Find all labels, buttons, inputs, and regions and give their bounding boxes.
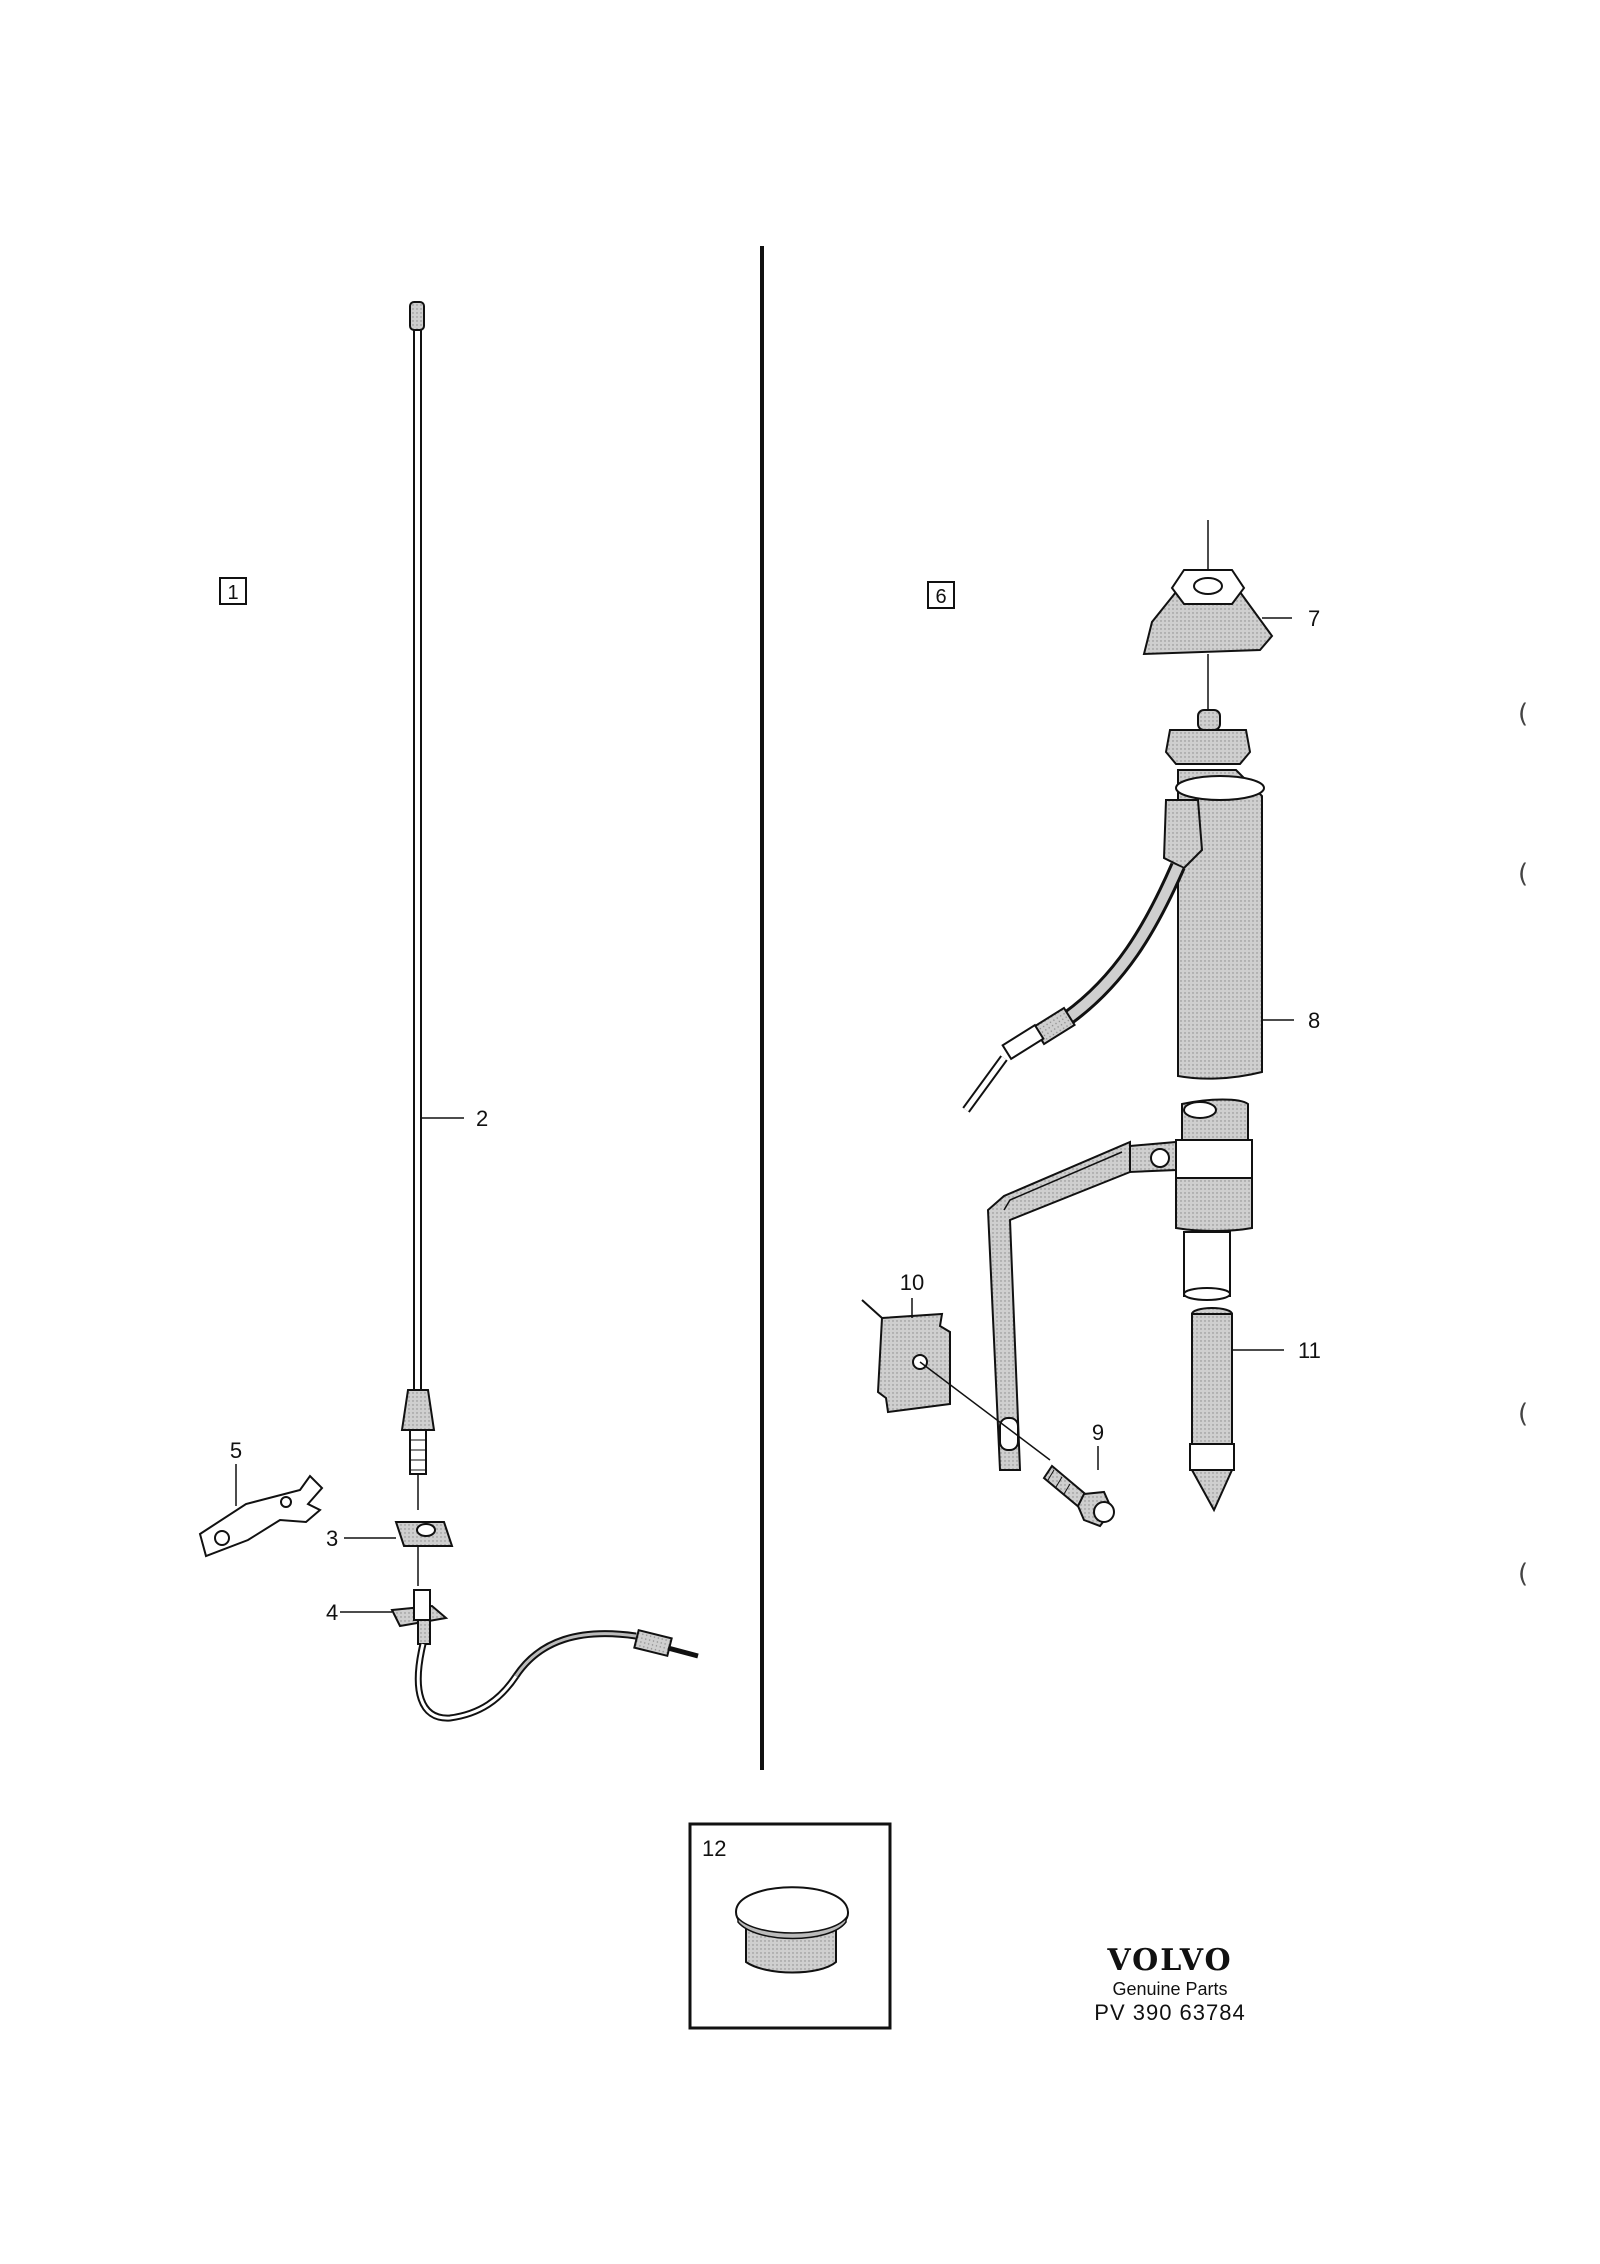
- brand-block: VOLVO Genuine Parts PV 390 63784: [1060, 1944, 1280, 2026]
- part-label-8: 8: [1308, 1008, 1320, 1033]
- part-label-9: 9: [1092, 1420, 1104, 1445]
- plug-drawing: [734, 1886, 850, 1974]
- edge-mark: (: [1518, 1559, 1528, 1589]
- screw-drawing: [1042, 1464, 1115, 1528]
- mounting-bracket-drawing: [986, 1098, 1253, 1471]
- antenna-mast-drawing: [400, 301, 436, 1510]
- mounting-nut-drawing: [394, 1521, 454, 1586]
- part-label-7: 7: [1308, 606, 1320, 631]
- drain-tube-drawing: [1189, 1307, 1235, 1513]
- part-label-3: 3: [326, 1526, 338, 1551]
- part-label-12: 12: [702, 1836, 726, 1861]
- spanner-drawing: [198, 1474, 324, 1558]
- part-label-2: 2: [476, 1106, 488, 1131]
- part-label-11: 11: [1298, 1338, 1321, 1363]
- group-box-6: 6: [927, 581, 955, 609]
- edge-mark: (: [1518, 699, 1528, 729]
- plug-detail-box: 12: [688, 1822, 892, 2030]
- edge-mark: (: [1518, 1399, 1528, 1429]
- antenna-base-drawing: [390, 1589, 699, 1722]
- antenna-cap-drawing: [1142, 520, 1274, 716]
- group-box-6-label: 6: [935, 586, 946, 608]
- part-label-4: 4: [326, 1600, 338, 1625]
- part-label-5: 5: [230, 1438, 242, 1463]
- diagram-code: PV 390 63784: [1094, 2000, 1246, 2025]
- antenna-housing-drawing: [962, 709, 1265, 1113]
- volvo-logo: VOLVO: [1107, 1943, 1233, 1978]
- part-label-10: 10: [900, 1270, 924, 1295]
- edge-mark: (: [1518, 859, 1528, 889]
- group-box-1: 1: [219, 577, 247, 605]
- group-box-1-label: 1: [227, 582, 238, 604]
- brand-subtitle: Genuine Parts: [1112, 1979, 1228, 1999]
- clip-nut-drawing: [861, 1299, 1051, 1461]
